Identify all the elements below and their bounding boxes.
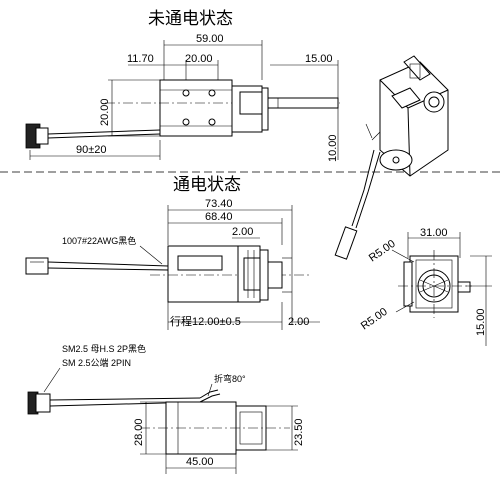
dim-total-length: 59.00 xyxy=(196,33,224,45)
solenoid-body xyxy=(159,79,233,137)
mount-hole xyxy=(182,89,190,97)
plunger xyxy=(267,97,339,109)
dim-height: 20.00 xyxy=(99,98,111,126)
dim-bottom-height-left: 28.00 xyxy=(133,418,145,446)
radius-bottom: R5.00 xyxy=(359,306,390,333)
dim-end-height: 15.00 xyxy=(475,308,487,336)
title-unpowered-state: 未通电状态 xyxy=(148,9,233,29)
iso-connector xyxy=(334,226,358,260)
mount-hole xyxy=(208,89,216,97)
isometric-view xyxy=(334,55,449,260)
view-unpowered: 59.00 11.70 20.00 15.00 20.00 xyxy=(25,33,340,162)
view-bottom: SM2.5 母H.S 2P黑色 SM 2.5公端 2PIN 折弯80° 28.0… xyxy=(27,343,305,474)
dim-plunger-length: 15.00 xyxy=(305,53,333,65)
plunger-retracted xyxy=(267,261,283,289)
title-powered-state: 通电状态 xyxy=(173,175,241,195)
dim-wire-length: 90±20 xyxy=(76,144,107,156)
dim-bottom-height-right: 23.50 xyxy=(293,418,305,446)
connector-spec-line2: SM 2.5公端 2PIN xyxy=(62,357,131,368)
dim-offset: 11.70 xyxy=(127,53,154,65)
radius-top: R5.00 xyxy=(367,238,398,265)
dim-end-gap: 2.00 xyxy=(288,316,309,328)
dim-total-length-powered: 73.40 xyxy=(205,198,233,210)
dim-hole-spacing: 20.00 xyxy=(185,53,213,65)
mount-hole xyxy=(208,118,216,126)
solenoid-body-powered xyxy=(167,245,239,303)
dim-body-length-powered: 68.40 xyxy=(205,211,233,223)
stroke-label: 行程12.00±0.5 xyxy=(170,315,241,328)
mount-hole xyxy=(182,118,190,126)
connector-powered xyxy=(25,257,49,275)
view-powered: 73.40 68.40 2.00 1007#22AWG黑色 行程12.00± xyxy=(25,198,320,330)
wire-spec-label: 1007#22AWG黑色 xyxy=(62,235,136,246)
bend-angle-label: 折弯80° xyxy=(214,373,246,384)
dim-small-gap: 2.00 xyxy=(232,226,253,238)
dim-bottom-length: 45.00 xyxy=(186,456,214,468)
dim-end-width: 31.00 xyxy=(420,227,448,239)
view-end: 31.00 R5.00 R5.00 15.00 xyxy=(359,227,492,346)
connector-spec-line1: SM2.5 母H.S 2P黑色 xyxy=(62,343,146,354)
dim-side: 10.00 xyxy=(327,134,339,162)
